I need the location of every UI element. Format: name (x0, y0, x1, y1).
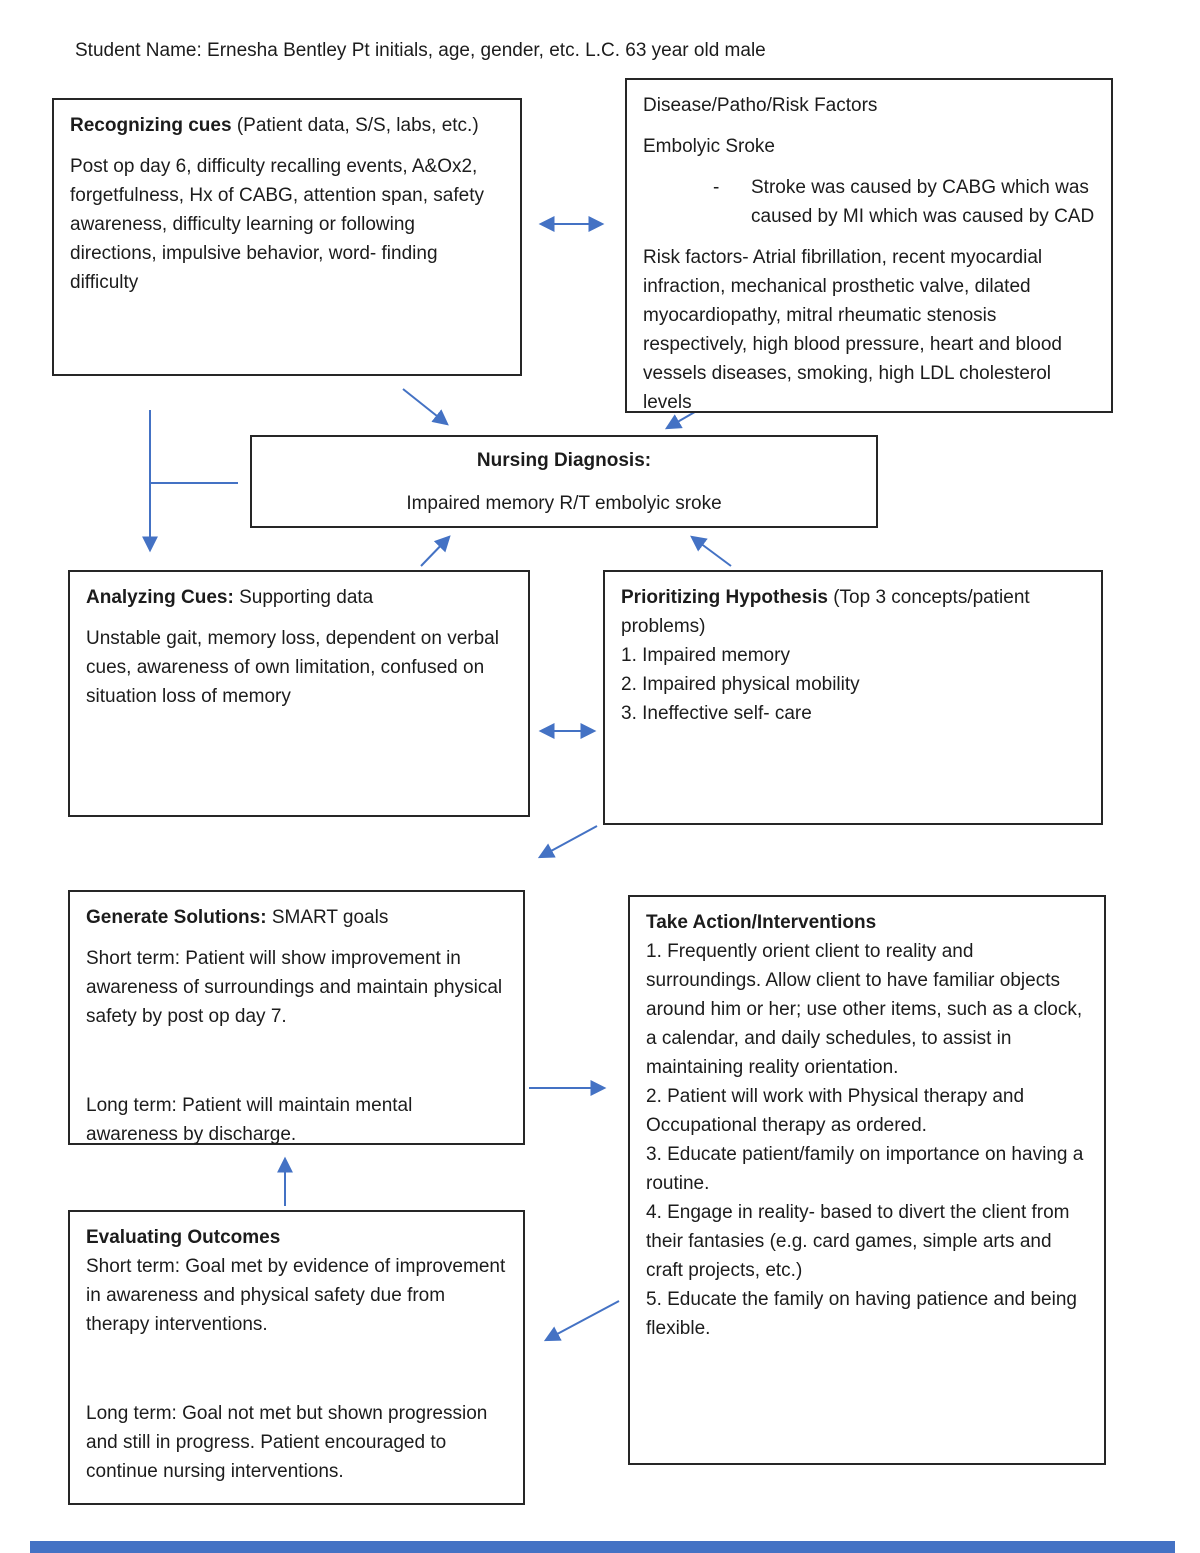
recognizing-cues-title-bold: Recognizing cues (70, 115, 237, 136)
generate-solutions-title-rest: SMART goals (271, 907, 389, 928)
arrow-analyzing-to-diagnosis (420, 535, 451, 567)
nursing-diagnosis-box: Nursing Diagnosis: Impaired memory R/T e… (250, 435, 878, 528)
student-name-line: Student Name: Ernesha Bentley Pt initial… (75, 40, 766, 61)
recognizing-cues-title-rest: (Patient data, S/S, labs, etc.) (236, 115, 479, 136)
generate-short-term: Short term: Patient will show improvemen… (86, 948, 503, 1027)
disease-title: Disease/Patho/Risk Factors (643, 95, 878, 116)
recognizing-cues-box: Recognizing cues (Patient data, S/S, lab… (52, 98, 522, 376)
evaluating-title: Evaluating Outcomes (86, 1227, 281, 1248)
take-action-box: Take Action/Interventions 1. Frequently … (628, 895, 1106, 1465)
disease-subtitle: Embolyic Sroke (643, 136, 775, 157)
generate-solutions-box: Generate Solutions: SMART goals Short te… (68, 890, 525, 1145)
generate-long-term: Long term: Patient will maintain mental … (86, 1095, 413, 1145)
nursing-diagnosis-body: Impaired memory R/T embolyic sroke (406, 493, 722, 514)
disease-bullet-item: - Stroke was caused by CABG which was ca… (713, 173, 1095, 231)
arrow-prioritizing-to-diagnosis (690, 535, 732, 567)
prioritizing-item-1: 1. Impaired memory (621, 645, 790, 666)
analyzing-cues-title-rest: Supporting data (239, 587, 374, 608)
take-action-item-1: 1. Frequently orient client to reality a… (646, 941, 1083, 1078)
analyzing-cues-title: Analyzing Cues: Supporting data (86, 583, 512, 612)
take-action-item-4: 4. Engage in reality- based to divert th… (646, 1202, 1070, 1281)
take-action-item-2: 2. Patient will work with Physical thera… (646, 1086, 1025, 1136)
generate-solutions-title-bold: Generate Solutions: (86, 907, 272, 928)
bottom-highlight-bar (30, 1541, 1175, 1553)
take-action-title: Take Action/Interventions (646, 912, 877, 933)
evaluating-short-term: Short term: Goal met by evidence of impr… (86, 1256, 506, 1335)
evaluating-outcomes-box: Evaluating Outcomes Short term: Goal met… (68, 1210, 525, 1505)
recognizing-cues-title: Recognizing cues (Patient data, S/S, lab… (70, 111, 504, 140)
prioritizing-title: Prioritizing Hypothesis (Top 3 concepts/… (621, 583, 1085, 641)
disease-risk-factors: Risk factors- Atrial fibrillation, recen… (643, 247, 1062, 413)
prioritizing-title-bold: Prioritizing Hypothesis (621, 587, 834, 608)
disease-bullet-text: Stroke was caused by CABG which was caus… (751, 177, 1095, 227)
take-action-item-5: 5. Educate the family on having patience… (646, 1289, 1077, 1339)
analyzing-cues-box: Analyzing Cues: Supporting data Unstable… (68, 570, 530, 817)
analyzing-cues-body: Unstable gait, memory loss, dependent on… (86, 628, 499, 707)
prioritizing-title-rest: (Top 3 concepts/patient problems) (621, 587, 1030, 637)
nursing-diagnosis-title: Nursing Diagnosis: (476, 450, 652, 471)
analyzing-cues-title-bold: Analyzing Cues: (86, 587, 240, 608)
recognizing-cues-body: Post op day 6, difficulty recalling even… (70, 156, 484, 293)
bullet-dash: - (713, 177, 720, 198)
arrow-recognizing-to-diagnosis (402, 388, 449, 426)
generate-solutions-title: Generate Solutions: SMART goals (86, 903, 507, 932)
arrow-prioritizing-to-generate (537, 825, 598, 859)
evaluating-long-term: Long term: Goal not met but shown progre… (86, 1403, 488, 1482)
prioritizing-hypothesis-box: Prioritizing Hypothesis (Top 3 concepts/… (603, 570, 1103, 825)
disease-patho-risk-box: Disease/Patho/Risk Factors Embolyic Srok… (625, 78, 1113, 413)
take-action-item-3: 3. Educate patient/family on importance … (646, 1144, 1084, 1194)
arrow-takeaction-to-evaluating (543, 1300, 620, 1342)
prioritizing-item-2: 2. Impaired physical mobility (621, 674, 860, 695)
prioritizing-item-3: 3. Ineffective self- care (621, 703, 812, 724)
